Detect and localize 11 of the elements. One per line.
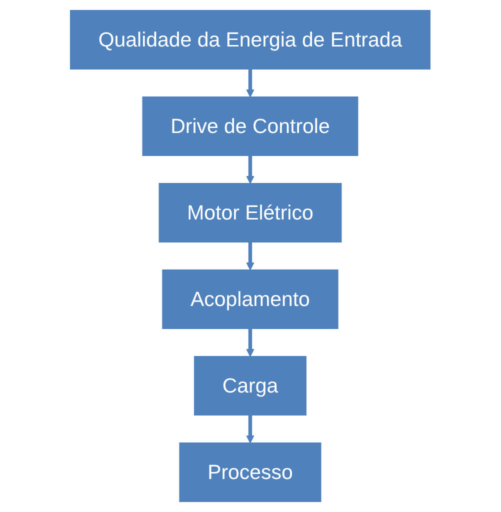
node-box: Drive de Controle <box>142 96 358 156</box>
node-box: Processo <box>179 442 322 502</box>
arrow <box>246 242 255 270</box>
node-box: Carga <box>194 356 307 416</box>
arrow <box>246 328 255 357</box>
node-box: Motor Elétrico <box>159 182 342 242</box>
arrow <box>246 415 255 444</box>
arrow <box>246 69 255 98</box>
node-box: Qualidade da Energia de Entrada <box>70 10 431 70</box>
node-box: Acoplamento <box>162 269 339 329</box>
arrow <box>246 156 255 184</box>
